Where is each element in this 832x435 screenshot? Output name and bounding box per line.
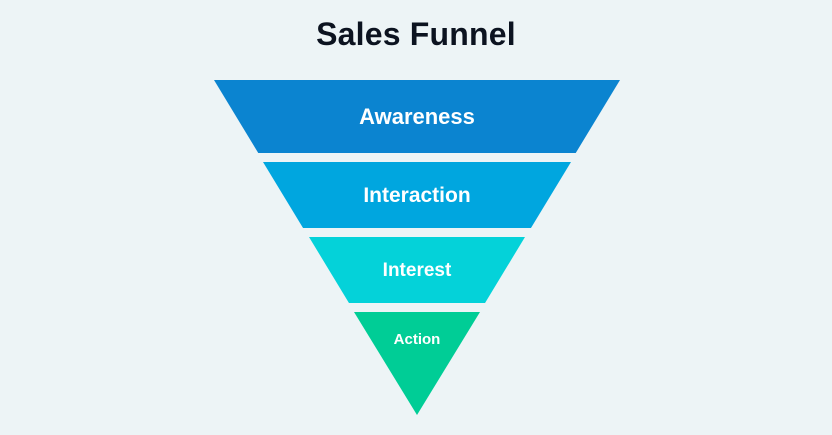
funnel-stage-interaction-label: Interaction <box>363 183 471 207</box>
funnel-stage-interest: Interest <box>309 237 525 303</box>
funnel-stage-awareness-label: Awareness <box>359 103 475 129</box>
funnel-stage-interest-label: Interest <box>382 259 452 281</box>
page-title: Sales Funnel <box>316 16 516 52</box>
funnel-stage-action-label: Action <box>393 331 441 348</box>
funnel-stage-interaction: Interaction <box>263 162 571 228</box>
funnel-stage-awareness: Awareness <box>214 80 620 153</box>
funnel-stage-action: Action <box>354 312 480 415</box>
